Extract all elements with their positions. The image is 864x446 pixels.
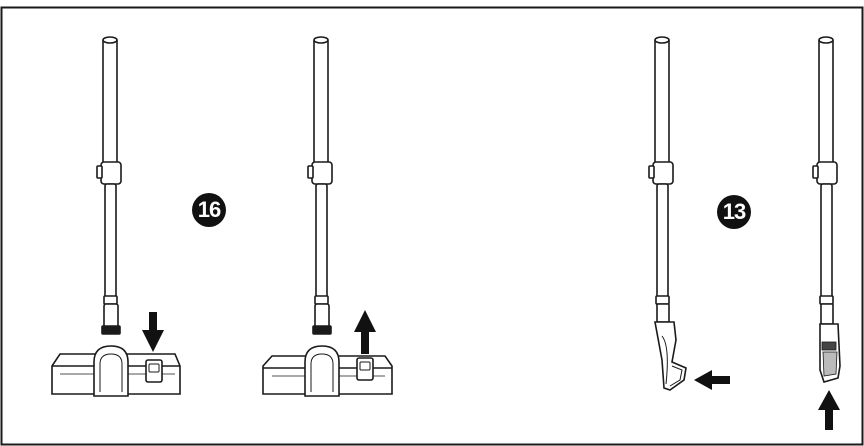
- step-number-badge: 13: [717, 195, 751, 229]
- floor-brush-lowered: [51, 36, 181, 397]
- tube-lower: [820, 183, 833, 307]
- tube-upper: [654, 37, 670, 171]
- arrow-down-icon: [142, 312, 164, 352]
- tube-upper: [102, 37, 118, 171]
- crevice-tool-front: [812, 36, 841, 383]
- arrow-up-icon: [818, 390, 840, 430]
- tube-collar: [816, 161, 838, 185]
- crevice-tool-side: [648, 36, 687, 391]
- tube-lower: [315, 183, 328, 307]
- tube-lower: [656, 183, 669, 307]
- arrow-left-icon: [694, 370, 730, 390]
- tube-upper: [313, 37, 329, 171]
- tube-collar: [311, 161, 333, 185]
- tube-collar: [652, 161, 674, 185]
- tube-lower: [104, 183, 117, 307]
- floor-brush-raised: [262, 36, 393, 397]
- step-number-badge: 16: [192, 193, 226, 227]
- tube-collar: [100, 161, 122, 185]
- tube-upper: [818, 37, 834, 171]
- diagram-border: [0, 6, 864, 446]
- arrow-up-icon: [354, 310, 376, 354]
- crevice-tool: [654, 321, 687, 391]
